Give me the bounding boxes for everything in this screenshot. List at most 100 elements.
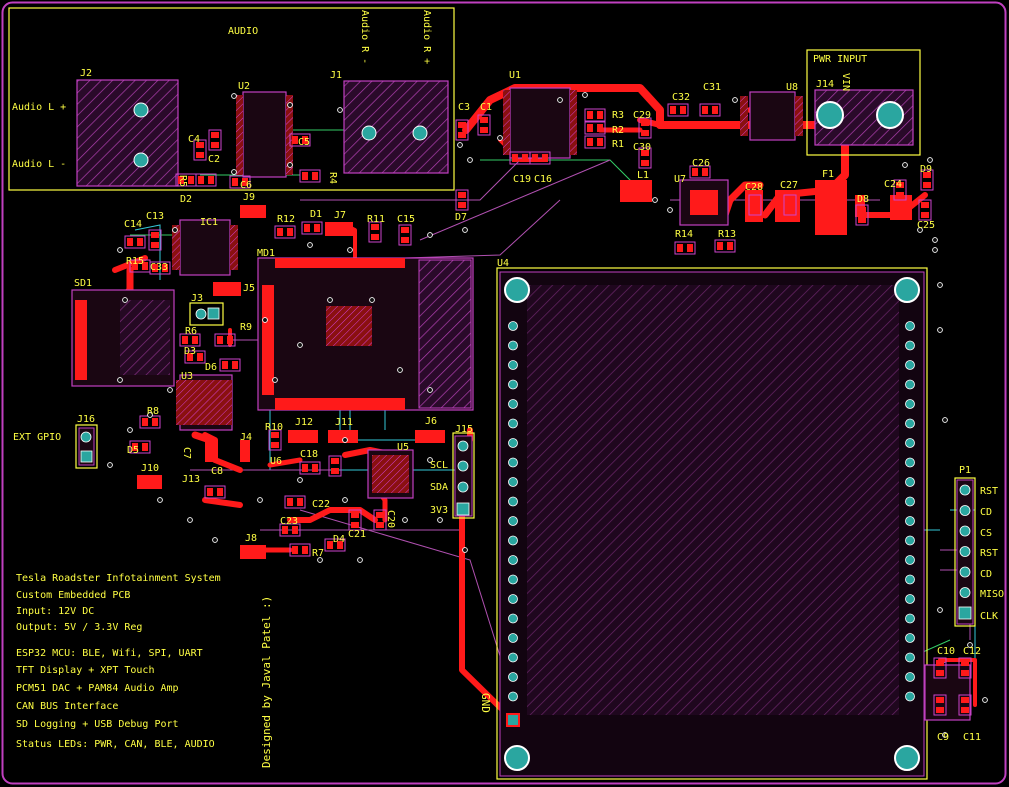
via bbox=[122, 297, 128, 303]
j2-audio-jack[interactable] bbox=[76, 79, 179, 187]
ref-r1: R1 bbox=[612, 139, 624, 150]
pad bbox=[597, 138, 603, 146]
display-pin bbox=[508, 594, 518, 604]
pad bbox=[923, 172, 931, 178]
smd-passive bbox=[324, 538, 346, 552]
ref-d2: D2 bbox=[180, 194, 192, 205]
courtyard bbox=[855, 204, 869, 226]
display-pin bbox=[905, 535, 915, 546]
pad bbox=[641, 130, 649, 136]
sd1-sd-socket[interactable] bbox=[71, 289, 175, 387]
courtyard bbox=[933, 694, 947, 716]
courtyard bbox=[920, 169, 934, 191]
pad bbox=[896, 192, 904, 198]
pad bbox=[532, 154, 538, 162]
notes-block: Tesla Roadster Infotainment System Custo… bbox=[16, 573, 221, 750]
header-j15[interactable] bbox=[454, 435, 473, 517]
via bbox=[942, 417, 948, 423]
pad bbox=[923, 182, 931, 188]
courtyard bbox=[274, 225, 296, 239]
pad bbox=[961, 670, 969, 676]
label-ext-gpio: EXT GPIO bbox=[13, 432, 61, 443]
note-line: SD Logging + USB Debug Port bbox=[16, 719, 179, 730]
pad bbox=[641, 150, 649, 156]
ref-c19: C19 bbox=[513, 174, 531, 185]
pad bbox=[921, 202, 929, 208]
courtyard bbox=[219, 358, 241, 372]
via bbox=[937, 607, 943, 613]
smd-passive bbox=[208, 129, 222, 151]
j14-power-jack[interactable] bbox=[814, 89, 914, 146]
silk-text: AUDIO PWR INPUT VIN Audio R - Audio R + … bbox=[12, 10, 1004, 768]
pad bbox=[786, 207, 794, 213]
smd-passive bbox=[699, 103, 721, 117]
pad bbox=[232, 178, 238, 186]
smd-passive bbox=[274, 225, 296, 239]
ref-r13: R13 bbox=[718, 229, 736, 240]
ref-c26: C26 bbox=[692, 158, 710, 169]
pad bbox=[727, 242, 733, 250]
pad bbox=[522, 154, 528, 162]
note-line: CAN BUS Interface bbox=[16, 701, 118, 712]
ref-c22: C22 bbox=[312, 499, 330, 510]
via bbox=[272, 377, 278, 383]
display-pin bbox=[905, 574, 915, 585]
pad bbox=[271, 442, 279, 448]
ref-c33: C33 bbox=[150, 262, 168, 273]
header-j3[interactable] bbox=[195, 307, 220, 320]
via bbox=[427, 232, 433, 238]
label-sda: SDA bbox=[430, 482, 448, 493]
label-vin: VIN bbox=[840, 73, 851, 91]
pad bbox=[936, 660, 944, 666]
ref-r7: R7 bbox=[312, 548, 324, 559]
smd-passive bbox=[289, 133, 311, 147]
label-audio-l-plus: Audio L + bbox=[12, 102, 66, 113]
courtyard bbox=[477, 114, 491, 136]
smd-large-pads bbox=[137, 180, 912, 559]
pad bbox=[597, 111, 603, 119]
smd-passive bbox=[584, 121, 606, 135]
md1-esp32-module[interactable] bbox=[257, 257, 474, 411]
via bbox=[337, 107, 343, 113]
smd-passive bbox=[373, 509, 387, 531]
courtyard bbox=[933, 657, 947, 679]
pad bbox=[217, 336, 223, 344]
smd-passive bbox=[674, 241, 696, 255]
pad bbox=[961, 707, 969, 713]
header-p1[interactable] bbox=[956, 479, 974, 625]
display-pin bbox=[905, 379, 915, 390]
courtyard bbox=[299, 169, 321, 183]
ref-c3: C3 bbox=[458, 102, 470, 113]
j1-audio-jack[interactable] bbox=[343, 80, 449, 174]
pad bbox=[127, 238, 133, 246]
via bbox=[167, 387, 173, 393]
via bbox=[467, 157, 473, 163]
display-pin bbox=[508, 535, 518, 546]
ref-d4: D4 bbox=[333, 534, 345, 545]
pad bbox=[858, 207, 866, 213]
pad bbox=[162, 264, 168, 272]
u4-tft-display[interactable] bbox=[499, 271, 925, 777]
via bbox=[287, 162, 293, 168]
note-line: Status LEDs: PWR, CAN, BLE, AUDIO bbox=[16, 739, 215, 750]
header-pin bbox=[959, 546, 971, 557]
ref-c5: C5 bbox=[298, 137, 310, 148]
ref-u6: U6 bbox=[270, 456, 282, 467]
via bbox=[327, 297, 333, 303]
pad bbox=[211, 142, 219, 148]
pad bbox=[302, 464, 308, 472]
ref-r3: R3 bbox=[612, 110, 624, 121]
ref-c13: C13 bbox=[146, 211, 164, 222]
courtyard bbox=[229, 175, 251, 189]
pad bbox=[751, 197, 759, 203]
ref-u5: U5 bbox=[397, 442, 409, 453]
smd-passive bbox=[368, 221, 382, 243]
smd-passive bbox=[284, 495, 306, 509]
display-pin bbox=[905, 477, 915, 487]
header-j16[interactable] bbox=[78, 427, 95, 466]
courtyard bbox=[279, 523, 301, 537]
ref-j6: J6 bbox=[425, 416, 437, 427]
display-pin bbox=[905, 672, 915, 682]
smd-passive bbox=[195, 173, 217, 187]
